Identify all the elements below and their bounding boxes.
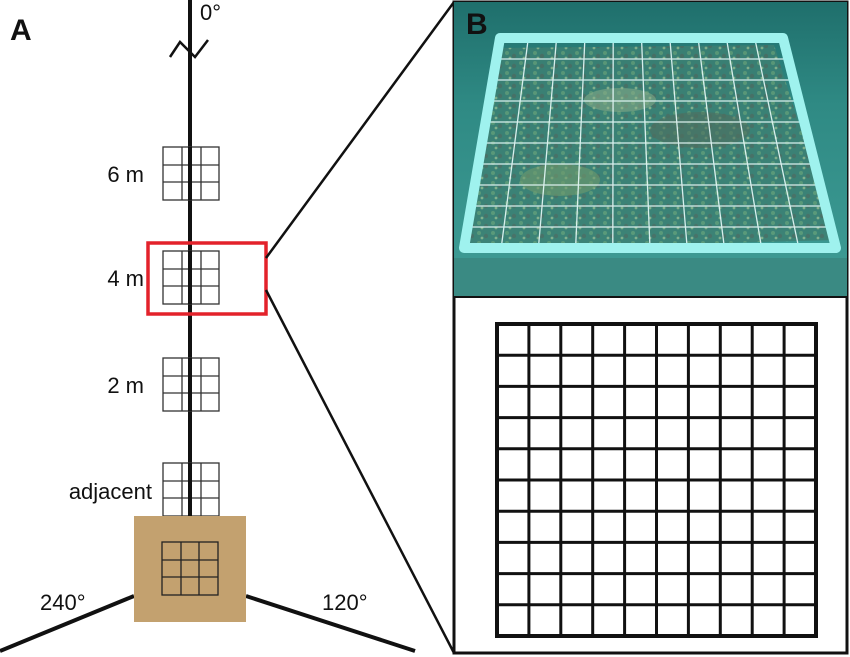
panel-b-label: B [466,8,488,41]
transect-line-120deg [245,594,416,653]
quadrat-adjacent [162,462,220,517]
quadrat-photo [454,2,847,297]
angle-label-0: 0° [200,0,221,25]
quadrat-label-adjacent: adjacent [69,479,152,504]
photo-grid-line [725,37,763,249]
panel-b: B [452,0,849,655]
photo-grid-line [669,37,688,249]
quadrat-label-4m: 4 m [107,266,144,291]
quadrat-label-2m: 2 m [107,373,144,398]
angle-label-240: 240° [40,590,86,615]
transect-line-240deg [0,594,135,653]
panel-a-label: A [10,14,32,47]
photo-grid-line [754,37,800,249]
quadrat-4m [162,250,220,305]
schematic-grid [495,322,818,638]
quadrat-6m [162,146,220,201]
central-plot [134,516,246,622]
quadrat-2m [162,357,220,412]
quadrat-label-6m: 6 m [107,162,144,187]
highlight-box-4m [146,241,268,316]
panel-a: A 0° 240° 120° 6 m 4 m [0,0,456,654]
zoom-line-top [264,1,456,259]
photo-grid-line [697,37,726,249]
angle-label-120: 120° [322,590,368,615]
zigzag-break-icon [168,39,209,59]
zoom-line-bottom [264,289,456,654]
